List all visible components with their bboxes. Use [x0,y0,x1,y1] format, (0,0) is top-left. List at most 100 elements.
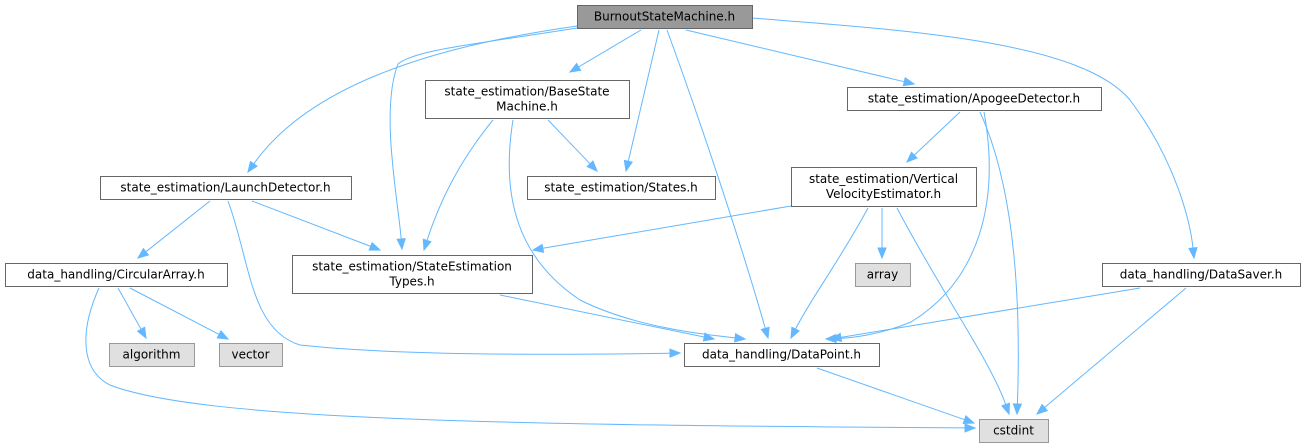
node-box [855,263,911,287]
node-box [1102,263,1301,287]
node-label: data_handling/DataSaver.h [1120,268,1283,282]
edge-line [840,287,1141,338]
edge-line [499,294,705,338]
node-box [527,176,716,200]
node-label: VelocityEstimator.h [826,187,941,201]
node-label: data_handling/CircularArray.h [27,268,204,282]
arrowhead-icon [702,332,716,342]
arrowhead-icon [568,62,582,73]
arrowhead-icon [734,333,747,343]
edge-line [547,119,591,165]
arrowhead-icon [877,247,887,260]
node-label: data_handling/DataPoint.h [702,348,861,362]
edge-line [145,200,211,253]
arrowhead-icon [760,326,770,340]
arrowhead-icon [422,238,432,252]
edge-vve-to-array [877,208,887,260]
node-algorithm: algorithm [109,343,195,367]
edge-datapoint-to-cstdint [816,367,976,425]
edge-vve-to-datapoint [790,207,869,340]
node-label: array [867,268,898,282]
arrowhead-icon [531,243,545,253]
edge-basesm-to-setypes [422,119,494,252]
node-datapoint[interactable]: data_handling/DataPoint.h [684,343,880,367]
edge-line [685,29,905,83]
node-box [791,167,977,207]
edge-line [251,200,371,247]
edge-burnout-to-basesm [568,29,642,73]
node-label: state_estimation/LaunchDetector.h [120,181,330,195]
node-box [219,343,283,367]
arrowhead-icon [586,160,598,172]
arrowhead-icon [790,326,800,340]
edge-burnout-to-apogee [685,29,916,87]
edge-line [117,287,142,330]
node-box [577,5,753,29]
node-box [847,87,1102,111]
arrowhead-icon [962,415,976,425]
edge-line [979,111,1019,405]
edge-line [816,367,965,421]
node-vector: vector [219,343,283,367]
edge-line [835,111,990,340]
arrowhead-icon [216,329,230,340]
arrowhead-icon [396,238,406,251]
node-label: state_estimation/Vertical [809,172,958,186]
node-label: BurnoutStateMachine.h [594,10,735,24]
edge-line [85,287,966,429]
arrowhead-icon [623,159,634,173]
node-vve[interactable]: state_estimation/VerticalVelocityEstimat… [791,167,977,207]
edge-line [389,27,578,240]
edge-line [627,29,660,162]
edge-circ-to-cstdint [85,287,977,433]
node-box [979,419,1049,443]
edge-line [913,111,961,156]
arrowhead-icon [669,348,682,358]
node-label: state_estimation/States.h [544,181,698,195]
edge-line [542,205,792,249]
node-array: array [855,263,911,287]
edge-line [227,200,671,355]
edge-saver-to-cstdint [1035,287,1187,415]
node-label: state_estimation/StateEstimation [312,260,512,274]
edge-line [426,119,494,241]
arrowhead-icon [1035,403,1049,415]
edge-launch-to-setypes [251,200,382,251]
edges-layer [85,17,1198,433]
edge-burnout-to-states [623,29,660,173]
arrowhead-icon [1188,247,1198,260]
node-saver[interactable]: data_handling/DataSaver.h [1102,263,1301,287]
edge-line [508,119,736,339]
arrowhead-icon [136,247,150,259]
arrowhead-icon [1001,402,1010,416]
node-label: state_estimation/BaseState [444,85,609,99]
edge-line [253,25,578,165]
arrowhead-icon [247,160,258,174]
edge-burnout-to-datapoint [666,29,770,340]
edge-line [1044,287,1187,408]
node-box [684,343,880,367]
edge-line [896,207,1007,405]
arrowhead-icon [906,151,918,163]
edge-vve-to-setypes [531,205,792,253]
node-cstdint: cstdint [979,419,1049,443]
edge-burnout-to-setypes [389,27,578,251]
edge-basesm-to-states [547,119,598,172]
edge-apogee-to-vve [906,111,961,163]
nodes-layer: BurnoutStateMachine.h state_estimation/Ba… [5,5,1301,443]
node-burnout[interactable]: BurnoutStateMachine.h [577,5,753,29]
node-circ[interactable]: data_handling/CircularArray.h [5,263,228,287]
node-label: Types.h [388,275,434,289]
edge-setypes-to-datapoint [499,294,716,342]
node-states[interactable]: state_estimation/States.h [527,176,716,200]
node-box [5,263,228,287]
node-apogee[interactable]: state_estimation/ApogeeDetector.h [847,87,1102,111]
node-launch[interactable]: state_estimation/LaunchDetector.h [100,176,352,200]
edge-circ-to-algorithm [117,287,147,340]
edge-line [129,287,220,335]
edge-burnout-to-saver [751,17,1198,260]
node-label: vector [231,348,269,362]
